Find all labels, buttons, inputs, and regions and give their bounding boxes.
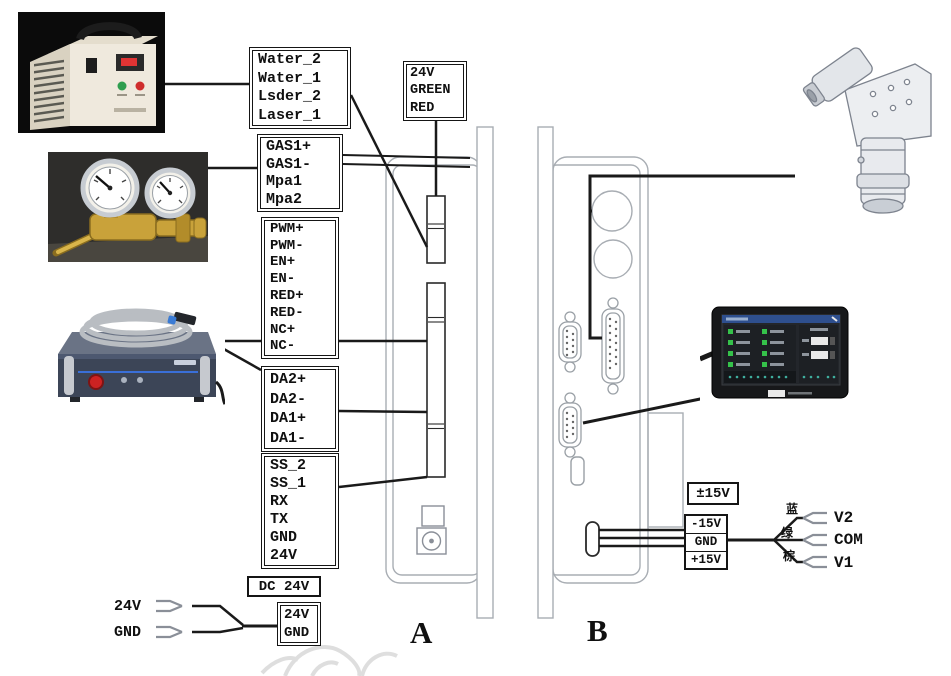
wire-da-terminal [338, 409, 428, 414]
rail-label: +15V [690, 553, 721, 567]
signal-label: RED+ [270, 288, 304, 304]
signal-label: Mpa2 [266, 190, 303, 208]
signal-label: RED- [270, 304, 304, 321]
gas-signal-box: GAS1+ GAS1- Mpa1 Mpa2 [257, 134, 343, 212]
rail-label: GND [686, 534, 726, 552]
pm15v-box: ±15V [687, 482, 739, 505]
pwm-signal-box: PWM+ PWM- EN+ EN- RED+ RED- NC+ NC- [261, 217, 339, 359]
signal-label: DA1- [270, 429, 307, 447]
spade-terminal-icons [156, 511, 827, 639]
signal-label: DA2+ [270, 371, 307, 388]
wire-gun [588, 174, 812, 340]
power-input-box: 24V GND [277, 602, 321, 646]
wire-v1 [773, 539, 803, 564]
da-signal-box: DA2+ DA2- DA1+ DA1- [261, 366, 339, 452]
output-v2-label: V2 [834, 509, 854, 527]
signal-label: GAS1+ [266, 138, 312, 155]
gas-regulator-photo [48, 152, 208, 262]
dc24v-label: DC 24V [258, 578, 310, 595]
wire-water-terminal [349, 94, 429, 248]
output-v1-label: V1 [834, 554, 854, 572]
panel-b-label: B [587, 613, 608, 648]
power-label: GND [284, 625, 310, 641]
controller-side-a-outline [385, 126, 494, 619]
signal-label: EN+ [270, 254, 296, 271]
wires [165, 82, 812, 634]
touchscreen-photo [700, 295, 857, 407]
laser-gun-photo [795, 28, 948, 215]
signal-label: Water_2 [258, 51, 322, 68]
spade-terminal-v1-icon [802, 555, 827, 569]
signal-label: NC- [270, 338, 296, 355]
signal-label: TX [270, 511, 289, 528]
controller-side-b-outline [537, 126, 684, 619]
panel-a-label: A [410, 615, 433, 650]
watermark [260, 645, 398, 676]
signal-label: Lsder_2 [258, 88, 322, 105]
spade-terminal-com-icon [802, 533, 827, 547]
signal-label: GAS1- [266, 155, 312, 173]
indicator-label: 24V [410, 65, 435, 81]
input-24v-label: 24V [114, 598, 142, 615]
signal-label: SS_2 [270, 457, 307, 474]
power-label: 24V [284, 607, 310, 623]
signal-label: EN- [270, 271, 296, 288]
wire-color-blue-label: 蓝 [786, 502, 799, 516]
spade-terminal-gnd-icon [156, 625, 183, 639]
spade-terminal-v2-icon [802, 511, 827, 525]
serial-signal-box: SS_2 SS_1 RX TX GND 24V [261, 453, 339, 569]
signal-label: GND [270, 529, 298, 546]
wire-v2 [773, 516, 803, 541]
wire-in-gnd [192, 626, 244, 634]
signal-label: RX [270, 493, 289, 510]
coaxial-power-socket-icon [416, 505, 447, 555]
water-laser-signal-box: Water_2 Water_1 Lsder_2 Laser_1 [249, 47, 351, 129]
rail-label: -15V [686, 516, 726, 534]
signal-label: Laser_1 [258, 106, 322, 124]
indicator-box: 24V GREEN RED [403, 61, 467, 121]
wire-laser-da [221, 346, 262, 372]
signal-label: NC+ [270, 321, 296, 338]
panel-a-terminal-blocks [426, 195, 446, 478]
usb-port-icon [570, 456, 585, 486]
db9-connector-top-icon [558, 311, 582, 373]
signal-label: DA1+ [270, 410, 307, 427]
wire-color-green-label: 绿 [781, 526, 794, 540]
aux-power-connector-icon [585, 521, 600, 557]
signal-label: Water_1 [258, 69, 322, 87]
wire-gas-2 [342, 163, 471, 168]
output-com-label: COM [834, 531, 863, 549]
signal-label: DA2- [270, 390, 307, 408]
rail15v-box: -15V GND +15V [684, 514, 728, 570]
water-chiller-photo [18, 12, 165, 133]
indicator-label: RED [410, 100, 435, 116]
signal-label: Mpa1 [266, 173, 303, 190]
pm15v-label: ±15V [696, 485, 730, 502]
signal-label: PWM- [270, 237, 304, 254]
db9-connector-bottom-icon [558, 392, 582, 458]
signal-label: PWM+ [270, 220, 304, 237]
signal-label: 24V [270, 547, 298, 564]
indicator-label: GREEN [410, 83, 451, 99]
wire-in-24v [192, 604, 244, 626]
dc24v-box: DC 24V [247, 576, 321, 597]
wire-color-brown-label: 棕 [783, 549, 796, 563]
laser-source-photo [48, 292, 225, 408]
input-gnd-label: GND [114, 624, 142, 641]
wire-touchscreen [582, 396, 706, 425]
wire-gas-1 [342, 154, 471, 159]
signal-label: SS_1 [270, 475, 307, 492]
wire-ss-terminal [338, 475, 428, 489]
db15-connector-icon [601, 297, 625, 395]
spade-terminal-24v-icon [156, 599, 183, 613]
